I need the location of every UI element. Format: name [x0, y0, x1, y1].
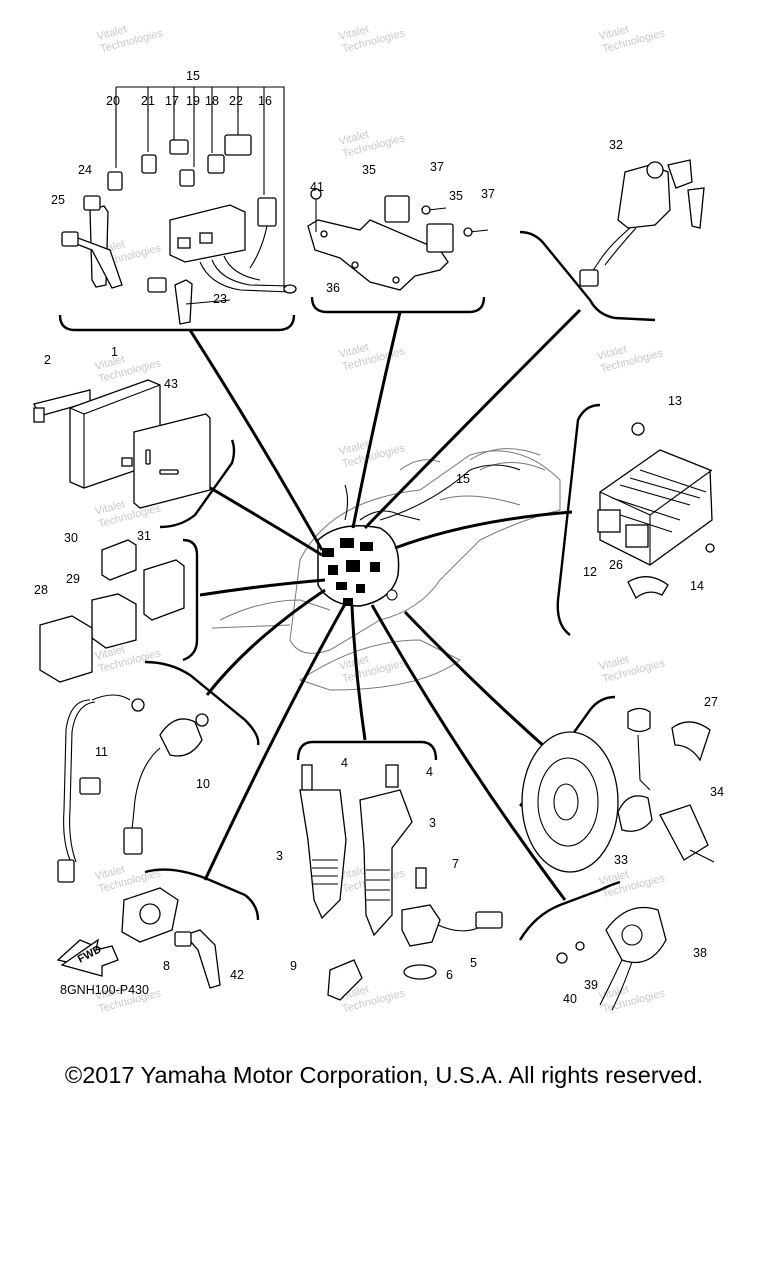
callout-number: 3: [276, 849, 283, 863]
callout-number: 19: [186, 94, 200, 108]
callout-number: 40: [563, 992, 577, 1006]
callout-number: 22: [229, 94, 243, 108]
callout-number: 38: [693, 946, 707, 960]
callout-number: 4: [341, 756, 348, 770]
callout-number: 31: [137, 529, 151, 543]
callout-number: 5: [470, 956, 477, 970]
callout-number: 13: [668, 394, 682, 408]
callout-number: 41: [310, 180, 324, 194]
callout-number: 6: [446, 968, 453, 982]
speed-sensor-group: [521, 707, 715, 1011]
callout-number: 15: [456, 472, 470, 486]
callout-number: 3: [429, 816, 436, 830]
callout-number: 24: [78, 163, 92, 177]
ignition-coil-group: [299, 764, 503, 1001]
callout-number: 25: [51, 193, 65, 207]
callout-number: 17: [165, 94, 179, 108]
callout-number: 12: [583, 565, 597, 579]
callout-number: 39: [584, 978, 598, 992]
callout-number: 18: [205, 94, 219, 108]
callout-number: 35: [362, 163, 376, 177]
relay-group: [39, 539, 185, 683]
callout-number: 32: [609, 138, 623, 152]
callout-number: 34: [710, 785, 724, 799]
callout-number: 2: [44, 353, 51, 367]
callout-number: 11: [95, 745, 108, 759]
sensor-lead-group: [57, 694, 209, 883]
callout-number: 42: [230, 968, 244, 982]
callout-number: 26: [609, 558, 623, 572]
callout-number: 4: [426, 765, 433, 779]
callout-number: 33: [614, 853, 628, 867]
leader-lines: [188, 308, 582, 901]
callout-number: 10: [196, 777, 210, 791]
callout-number: 1: [111, 345, 118, 359]
bottom-left-sensor-group: [56, 887, 221, 989]
callout-number: 30: [64, 531, 78, 545]
callout-number: 27: [704, 695, 718, 709]
callout-number: 36: [326, 281, 340, 295]
ecu-group: [33, 379, 211, 509]
callout-number: 29: [66, 572, 80, 586]
rectifier-regulator-group: [597, 422, 715, 600]
callout-number: 8: [163, 959, 170, 973]
callout-number: 20: [106, 94, 120, 108]
callout-number: 37: [430, 160, 444, 174]
bracket-relay-group: [307, 188, 489, 291]
callout-number: 35: [449, 189, 463, 203]
fuse-box-group: [61, 86, 297, 325]
callout-number: 14: [690, 579, 704, 593]
part-code: 8GNH100-P430: [60, 983, 149, 997]
main-switch-group: [579, 159, 705, 287]
callout-number: 16: [258, 94, 272, 108]
callout-number: 43: [164, 377, 178, 391]
callout-number: 15: [186, 69, 200, 83]
callout-number: 9: [290, 959, 297, 973]
callout-number: 21: [141, 94, 155, 108]
callout-number: 23: [213, 292, 227, 306]
wire-harness-cluster: [317, 464, 521, 607]
callout-number: 28: [34, 583, 48, 597]
callout-number: 7: [452, 857, 459, 871]
copyright-text: ©2017 Yamaha Motor Corporation, U.S.A. A…: [64, 1062, 704, 1088]
callout-number: 37: [481, 187, 495, 201]
